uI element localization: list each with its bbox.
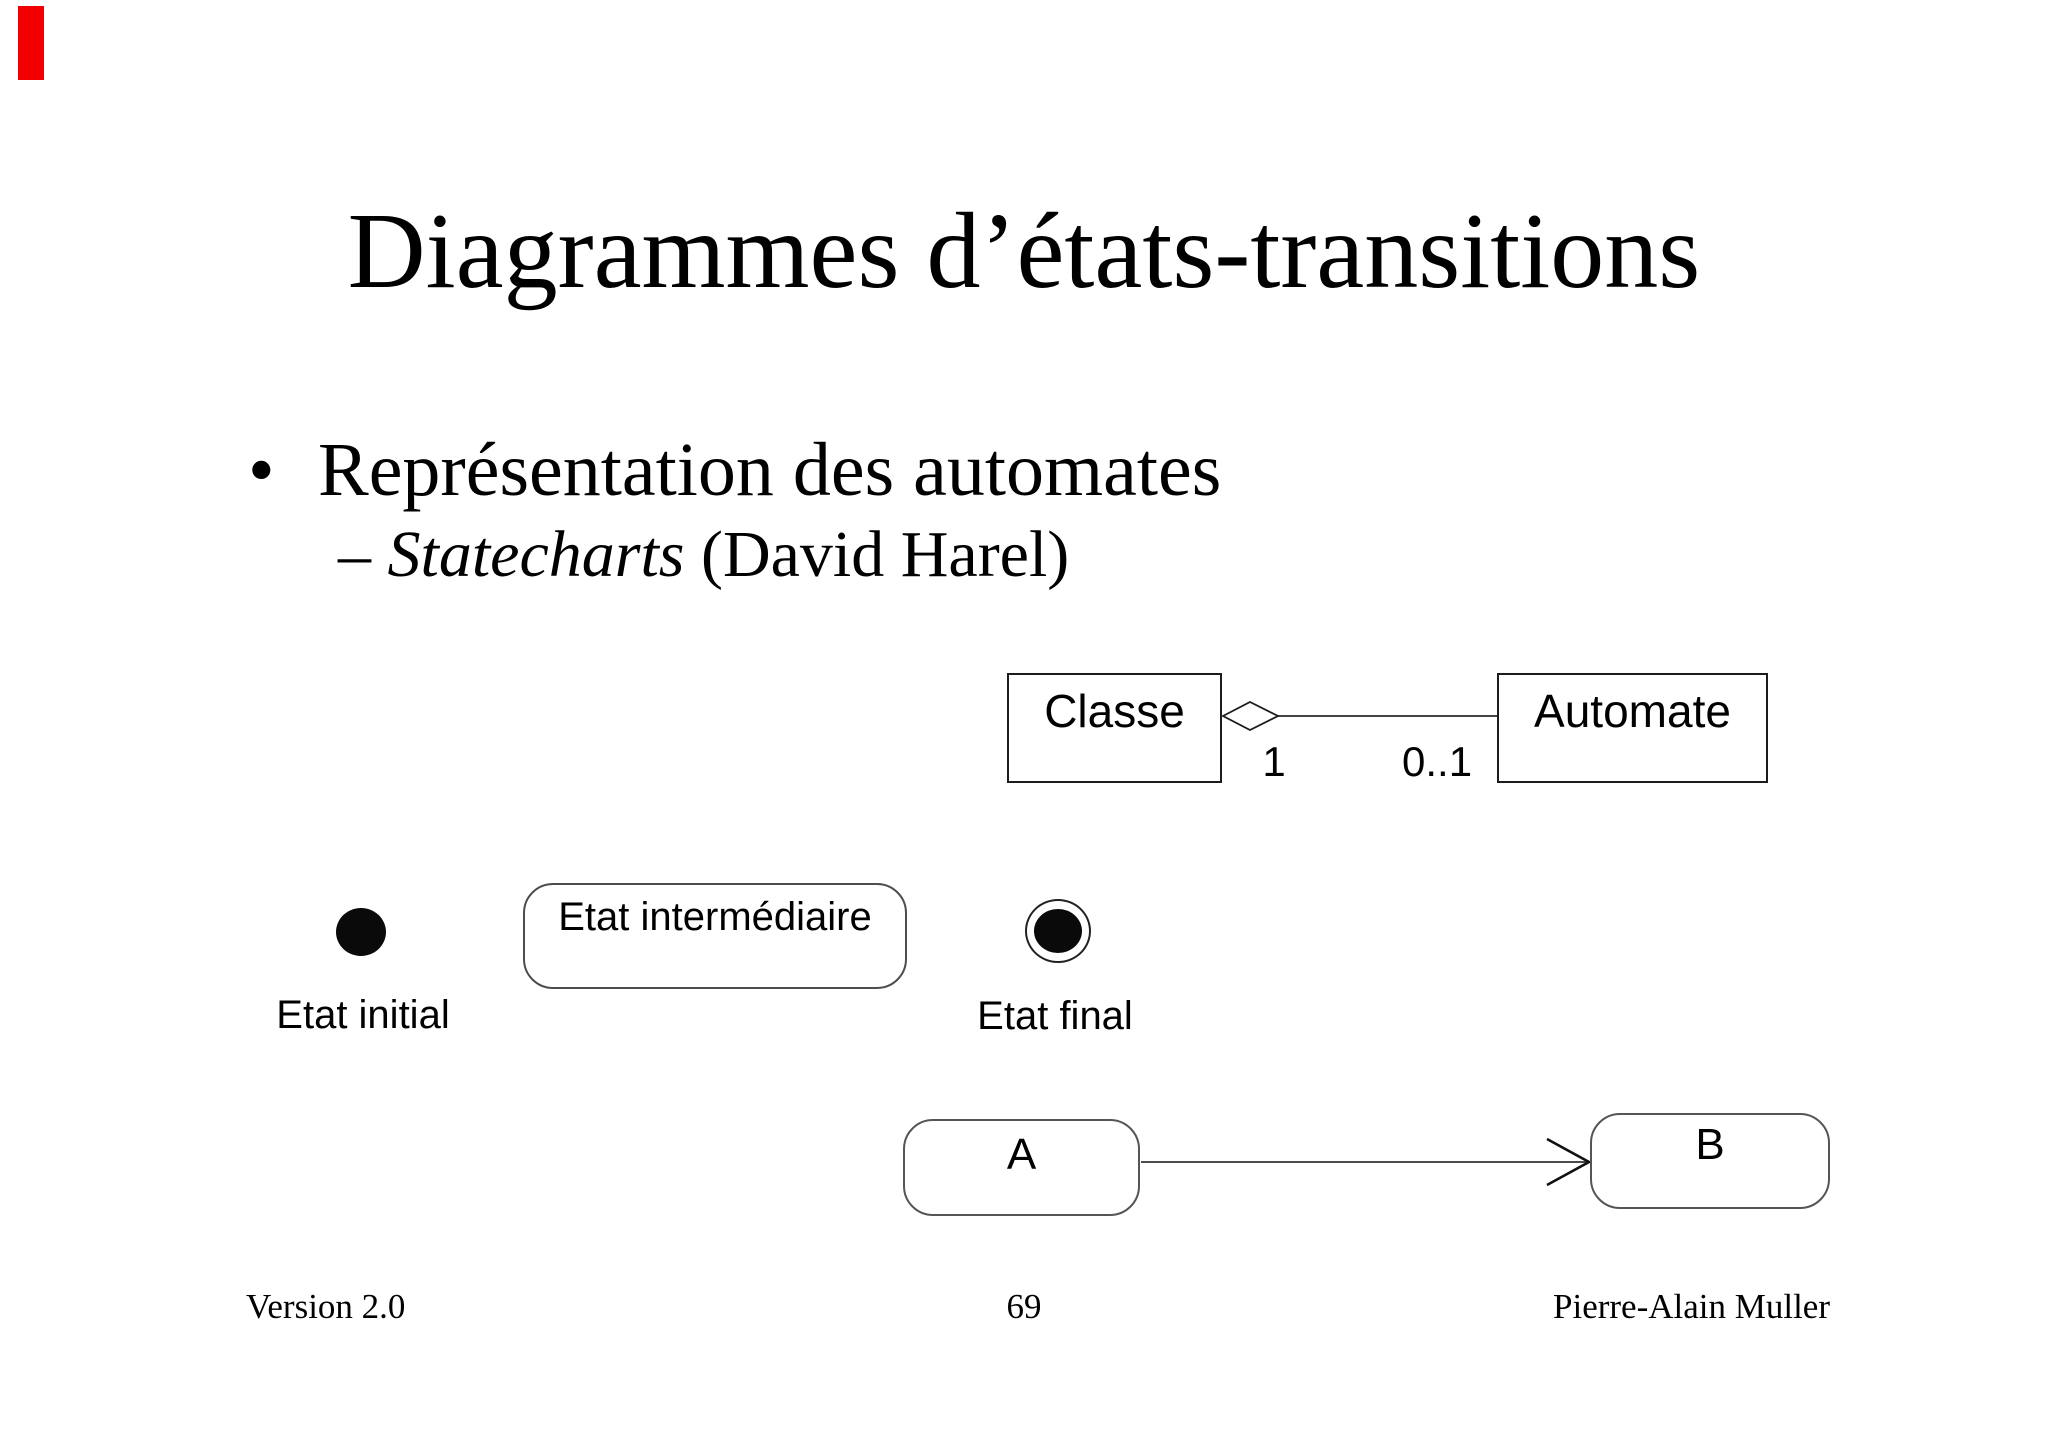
multiplicity-right: 0..1 bbox=[1402, 738, 1473, 785]
final-state-label: Etat final bbox=[977, 994, 1133, 1038]
aggregation-diamond-icon bbox=[1221, 700, 1281, 732]
intermediate-state-box: Etat intermédiaire bbox=[523, 883, 907, 989]
state-box-b-label: B bbox=[1695, 1120, 1725, 1169]
slide-title: Diagrammes d’états-transitions bbox=[347, 192, 1701, 311]
intermediate-state-label: Etat intermédiaire bbox=[558, 895, 872, 939]
state-box-b: B bbox=[1590, 1113, 1830, 1209]
class-box-classe: Classe bbox=[1007, 673, 1222, 783]
state-box-a-label: A bbox=[1006, 1130, 1037, 1179]
transition-arrowhead-icon bbox=[1546, 1137, 1592, 1187]
bullet-item: •Représentation des automates bbox=[248, 432, 1221, 508]
class-box-automate-label: Automate bbox=[1534, 685, 1731, 737]
class-box-automate: Automate bbox=[1497, 673, 1768, 783]
footer-author: Pierre-Alain Muller bbox=[1553, 1287, 1830, 1326]
footer-page-number: 69 bbox=[1006, 1287, 1042, 1326]
state-box-a: A bbox=[903, 1119, 1140, 1216]
bullet-marker: • bbox=[248, 428, 275, 512]
sub-bullet-italic-text: Statecharts bbox=[387, 518, 685, 591]
sub-bullet-dash: – bbox=[338, 518, 388, 591]
initial-state-label: Etat initial bbox=[276, 993, 450, 1037]
slide-accent-bar bbox=[18, 6, 44, 80]
initial-state-icon bbox=[336, 908, 386, 956]
final-state-icon bbox=[1025, 899, 1091, 963]
sub-bullet-item: – Statecharts (David Harel) bbox=[338, 522, 1069, 588]
bullet-text: Représentation des automates bbox=[318, 428, 1222, 512]
footer-version: Version 2.0 bbox=[246, 1287, 406, 1326]
sub-bullet-rest-text: (David Harel) bbox=[684, 518, 1070, 591]
class-box-classe-label: Classe bbox=[1044, 685, 1185, 737]
multiplicity-left: 1 bbox=[1262, 738, 1286, 785]
final-state-inner-dot bbox=[1034, 909, 1082, 953]
